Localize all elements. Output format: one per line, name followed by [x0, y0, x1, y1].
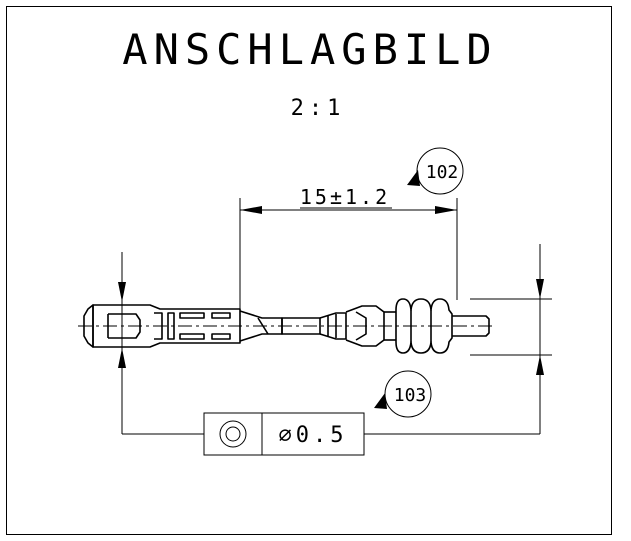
balloon-102: 102	[407, 147, 464, 195]
balloon-103-label: 103	[394, 385, 427, 406]
drawing-title: ANSCHLAGBILD	[122, 25, 497, 74]
drawing-scale: 2:1	[291, 96, 346, 121]
drawing-border	[6, 6, 612, 535]
tolerance-frame: ⌀0.5	[203, 412, 365, 456]
right-height-dimension	[470, 244, 552, 434]
balloon-103: 103	[374, 370, 432, 418]
length-dimension	[239, 198, 458, 325]
dimension-label: 15±1.2	[300, 185, 390, 209]
concentricity-icon	[219, 420, 247, 448]
balloon-102-label: 102	[426, 162, 459, 183]
tolerance-value: ⌀0.5	[279, 423, 348, 448]
terminal-part	[78, 298, 495, 354]
left-height-dimension	[118, 252, 126, 434]
